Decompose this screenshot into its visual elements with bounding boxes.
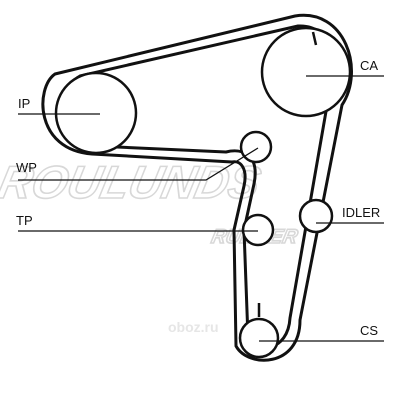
pulleys — [54, 26, 352, 359]
timing-belt-outer-edge — [41, 13, 353, 362]
watermark-brand: ROULUNDS — [0, 156, 265, 207]
label-cs: CS — [360, 323, 378, 338]
label-ip: IP — [18, 96, 30, 111]
watermark: ROULUNDS RUBBER oboz.ru — [0, 156, 301, 335]
label-ca: CA — [360, 58, 378, 73]
timing-marks — [257, 31, 318, 317]
label-idler: IDLER — [342, 205, 380, 220]
leader-lines — [18, 75, 384, 342]
pulley-tp — [241, 213, 275, 247]
pulley-ip — [54, 71, 138, 155]
leader-line-wp — [18, 147, 259, 181]
pulley-cs — [238, 317, 280, 359]
timing-mark-ca — [311, 31, 318, 46]
label-tp: TP — [16, 213, 33, 228]
pulley-idler — [298, 198, 334, 234]
pulley-wp — [239, 130, 273, 164]
labels: IP CA WP TP IDLER CS — [16, 58, 380, 338]
label-wp: WP — [16, 160, 37, 175]
pulley-ca — [260, 26, 352, 118]
watermark-site: oboz.ru — [168, 319, 219, 335]
